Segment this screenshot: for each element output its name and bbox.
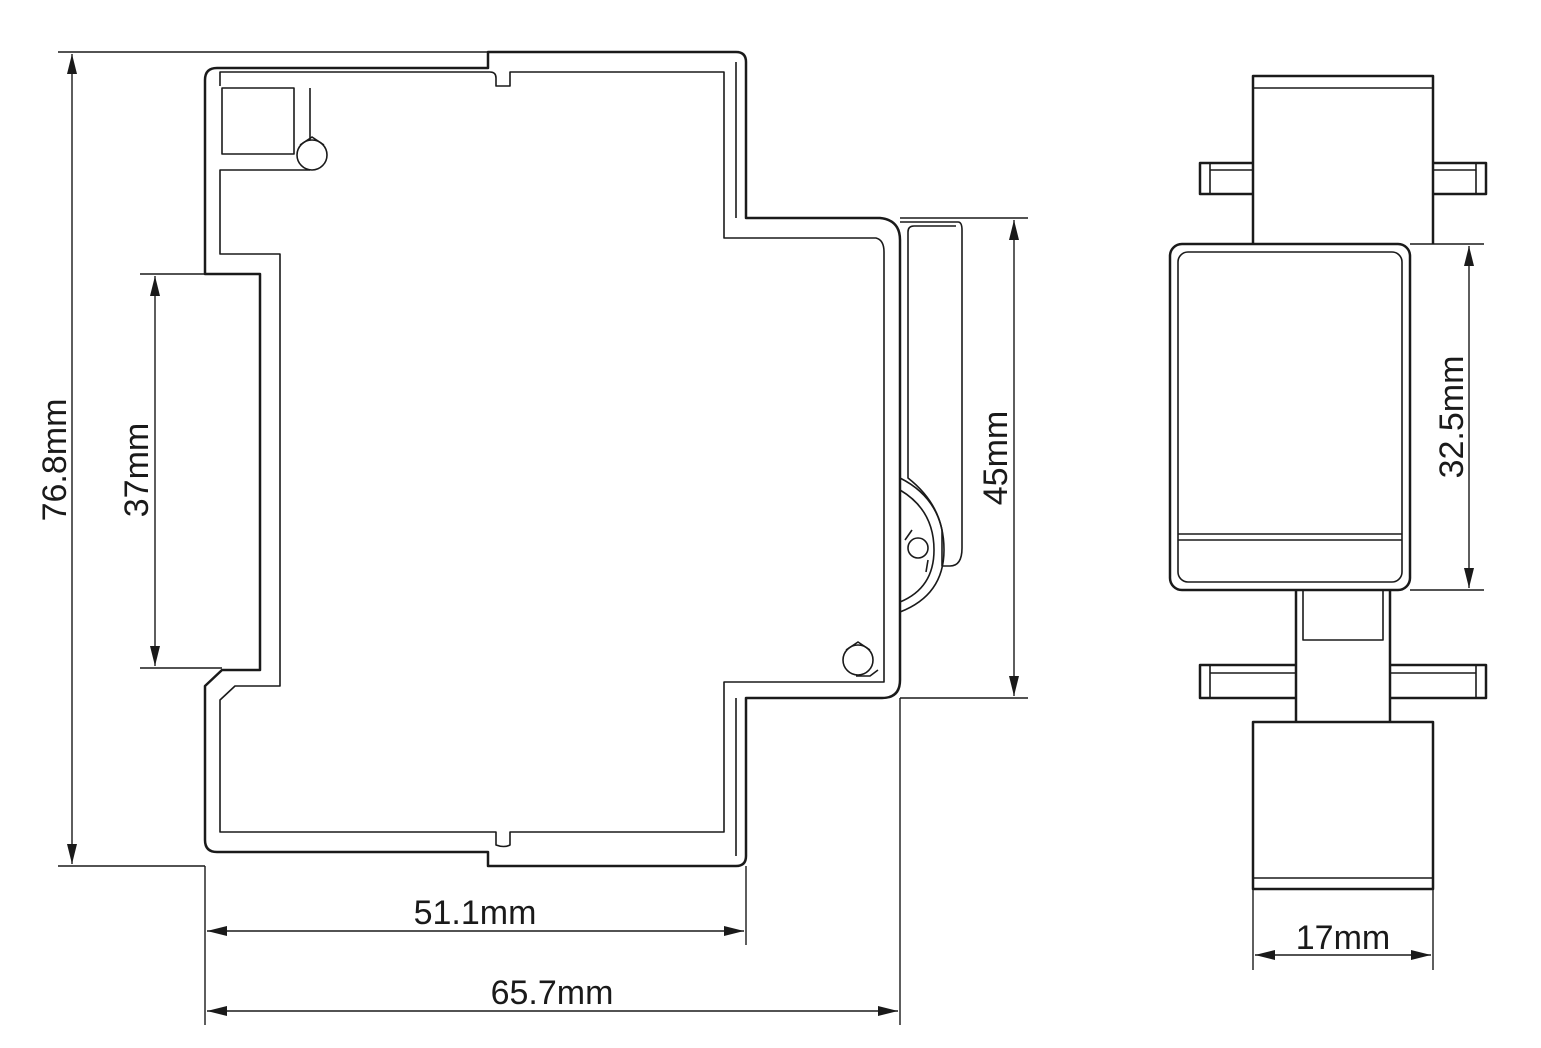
bottom-rail-left xyxy=(1198,663,1296,700)
top-rail-right xyxy=(1433,161,1488,196)
clip-pivot-icon xyxy=(904,529,929,573)
housing-inner-line xyxy=(219,71,885,848)
label-front-height: 45mm xyxy=(977,411,1015,505)
lever-stem xyxy=(1294,590,1392,722)
label-front-view-height: 32.5mm xyxy=(1433,356,1471,479)
terminal-compartment xyxy=(221,87,295,155)
top-rail xyxy=(1198,161,1253,196)
label-overall-depth: 65.7mm xyxy=(491,974,614,1012)
label-body-depth: 51.1mm xyxy=(414,894,537,932)
label-rail-slot: 37mm xyxy=(118,423,156,517)
main-body-inner xyxy=(1177,251,1403,583)
bottom-terminal xyxy=(1251,720,1435,891)
label-module-width: 17mm xyxy=(1296,919,1390,957)
front-view xyxy=(1168,74,1488,891)
label-overall-height: 76.8mm xyxy=(36,399,74,522)
dimension-lines: 76.8mm 37mm 45mm 51.1mm 65.7mm 32.5mm 17… xyxy=(36,51,1484,1025)
housing-outline xyxy=(203,50,902,868)
screw-top-icon xyxy=(296,136,328,171)
side-view xyxy=(203,50,963,868)
main-body-outer xyxy=(1168,242,1412,592)
bottom-rail-right xyxy=(1390,663,1488,700)
screw-bottom-icon xyxy=(842,641,879,677)
din-clip-lever xyxy=(900,221,963,567)
din-clip-arc xyxy=(899,477,945,613)
din-clip-arc-inner xyxy=(899,489,935,603)
top-terminal xyxy=(1251,74,1435,244)
